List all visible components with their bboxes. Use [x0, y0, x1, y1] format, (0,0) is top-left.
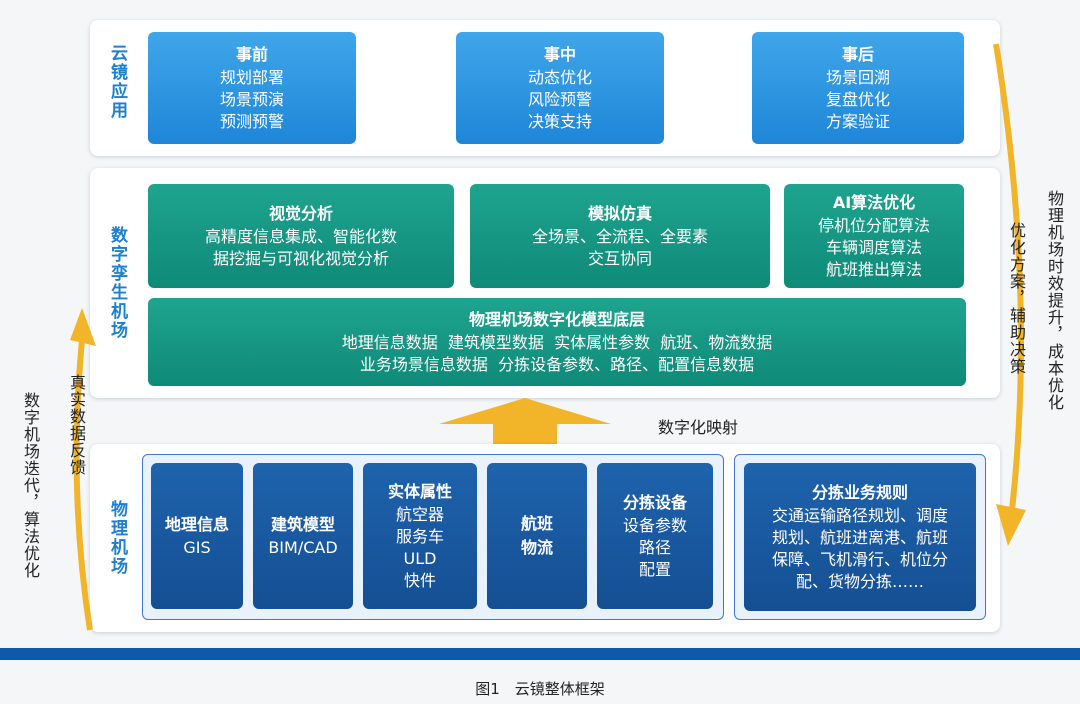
physical-sorting-box: 分拣设备 设备参数 路径 配置 — [597, 463, 713, 609]
twin-base-line: 地理信息数据 建筑模型数据 实体属性参数 航班、物流数据 — [341, 333, 773, 352]
app-before-box: 事前 规划部署 场景预演 预测预警 — [148, 32, 356, 144]
physical-geo-line: GIS — [183, 538, 211, 557]
app-layer-label: 云镜应用 — [107, 44, 127, 120]
physical-flight-line: 物流 — [520, 538, 553, 557]
physical-sorting-line: 设备参数 — [622, 516, 687, 535]
twin-visual-line: 据挖掘与可视化视觉分析 — [212, 249, 389, 268]
app-before-title: 事前 — [235, 45, 268, 64]
app-after-line: 方案验证 — [825, 112, 890, 131]
twin-ai-line: 航班推出算法 — [825, 260, 922, 279]
twin-visual-box: 视觉分析 高精度信息集成、智能化数 据挖掘与可视化视觉分析 — [148, 184, 454, 288]
app-after-line: 场景回溯 — [825, 68, 890, 87]
twin-sim-box: 模拟仿真 全场景、全流程、全要素 交互协同 — [470, 184, 770, 288]
physical-entity-line: 航空器 — [395, 505, 444, 524]
physical-flight-box: 航班 物流 — [487, 463, 587, 609]
twin-base-box: 物理机场数字化模型底层 地理信息数据 建筑模型数据 实体属性参数 航班、物流数据… — [148, 298, 966, 386]
right-outer-note: 物理机场时效提升，成本优化 — [1045, 190, 1064, 411]
physical-rules-title: 分拣业务规则 — [811, 483, 908, 502]
twin-visual-line: 高精度信息集成、智能化数 — [204, 227, 397, 246]
twin-ai-line: 停机位分配算法 — [817, 216, 930, 235]
app-after-line: 复盘优化 — [825, 90, 890, 109]
physical-sorting-line: 路径 — [638, 538, 671, 557]
right-inner-note: 优化方案，辅助决策 — [1007, 222, 1026, 375]
footer-bar — [0, 648, 1080, 660]
twin-sim-line: 交互协同 — [587, 249, 652, 268]
physical-layer-label: 物理机场 — [107, 500, 127, 576]
physical-building-box: 建筑模型 BIM/CAD — [253, 463, 353, 609]
left-inner-note: 真实数据反馈 — [67, 374, 86, 476]
physical-sorting-title: 分拣设备 — [622, 493, 687, 512]
app-after-title: 事后 — [841, 45, 874, 64]
feedback-arc-arrow-icon — [70, 308, 96, 631]
app-before-line: 预测预警 — [219, 112, 284, 131]
app-during-line: 决策支持 — [527, 112, 592, 131]
physical-sorting-line: 配置 — [638, 560, 671, 579]
digital-mapping-arrow-icon — [439, 398, 611, 444]
physical-rules-line: 交通运输路径规划、调度 — [771, 506, 948, 525]
app-during-line: 风险预警 — [527, 90, 592, 109]
twin-ai-line: 车辆调度算法 — [825, 238, 922, 257]
figure-caption: 图1 云镜整体框架 — [475, 680, 605, 698]
decision-arc-arrow-icon — [993, 43, 1026, 546]
physical-entity-line: 服务车 — [395, 527, 444, 546]
app-during-box: 事中 动态优化 风险预警 决策支持 — [456, 32, 664, 144]
physical-geo-box: 地理信息 GIS — [151, 463, 243, 609]
twin-ai-title: AI算法优化 — [832, 193, 916, 212]
twin-visual-title: 视觉分析 — [268, 204, 333, 223]
physical-building-title: 建筑模型 — [270, 515, 335, 534]
app-during-title: 事中 — [543, 45, 576, 64]
twin-sim-title: 模拟仿真 — [587, 204, 652, 223]
app-before-line: 场景预演 — [219, 90, 284, 109]
physical-rules-line: 规划、航班进离港、航班 — [771, 528, 948, 547]
twin-base-title: 物理机场数字化模型底层 — [468, 310, 645, 329]
physical-flight-title: 航班 — [520, 514, 553, 533]
left-outer-note: 数字机场迭代，算法优化 — [21, 392, 40, 579]
physical-entity-title: 实体属性 — [387, 482, 452, 501]
twin-ai-box: AI算法优化 停机位分配算法 车辆调度算法 航班推出算法 — [784, 184, 964, 288]
physical-entity-box: 实体属性 航空器 服务车 ULD 快件 — [363, 463, 477, 609]
app-before-line: 规划部署 — [219, 68, 284, 87]
digital-mapping-label: 数字化映射 — [658, 418, 739, 437]
physical-geo-title: 地理信息 — [164, 515, 229, 534]
physical-entity-line: ULD — [403, 549, 437, 568]
physical-entity-line: 快件 — [403, 571, 436, 590]
physical-rules-line: 配、货物分拣…… — [795, 572, 924, 591]
app-during-line: 动态优化 — [527, 68, 592, 87]
twin-base-line: 业务场景信息数据 分拣设备参数、路径、配置信息数据 — [359, 355, 755, 374]
physical-building-line: BIM/CAD — [268, 538, 338, 557]
twin-sim-line: 全场景、全流程、全要素 — [531, 227, 708, 246]
physical-rules-box: 分拣业务规则 交通运输路径规划、调度 规划、航班进离港、航班 保障、飞机滑行、机… — [744, 463, 976, 611]
twin-layer-label: 数字孪生机场 — [107, 226, 127, 340]
physical-rules-line: 保障、飞机滑行、机位分 — [771, 550, 948, 569]
app-after-box: 事后 场景回溯 复盘优化 方案验证 — [752, 32, 964, 144]
